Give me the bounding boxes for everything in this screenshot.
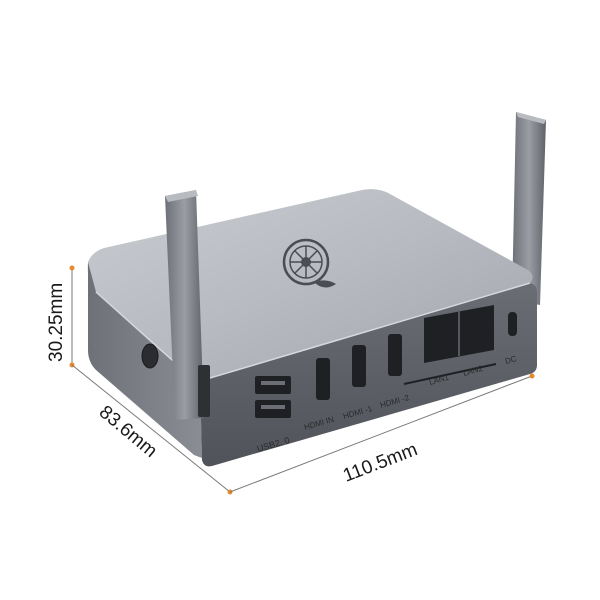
power-button[interactable] (141, 343, 159, 369)
label-dc: DC (504, 354, 518, 366)
right-antenna (512, 112, 546, 305)
width-dimension-label: 110.5mm (340, 439, 420, 486)
left-antenna (165, 190, 210, 420)
height-dimension-label: 30.25mm (46, 283, 67, 362)
hdmi-2-port[interactable] (388, 334, 402, 376)
front-ports (255, 305, 517, 418)
dimension-lines (69, 265, 535, 495)
dc-port[interactable] (508, 312, 517, 336)
hdmi-in-port[interactable] (316, 358, 330, 400)
flower-logo-icon (282, 238, 336, 288)
hdmi-1-port[interactable] (352, 345, 366, 387)
